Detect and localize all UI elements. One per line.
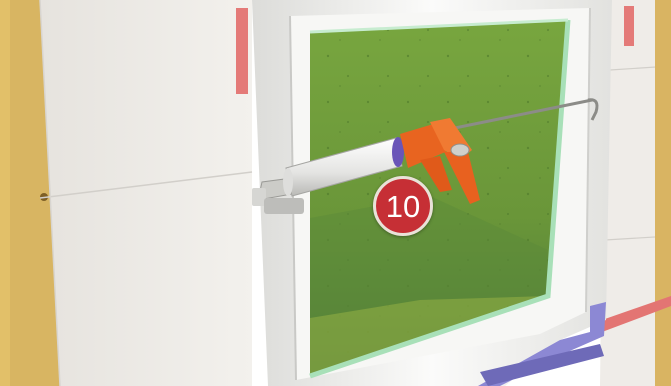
step-number: 10 [386,191,420,222]
sealing-tape-red-left [236,8,248,94]
step-number-badge: 10 [373,176,433,236]
sealing-tape-red-right [624,6,634,46]
wall-panel-left [40,0,252,386]
